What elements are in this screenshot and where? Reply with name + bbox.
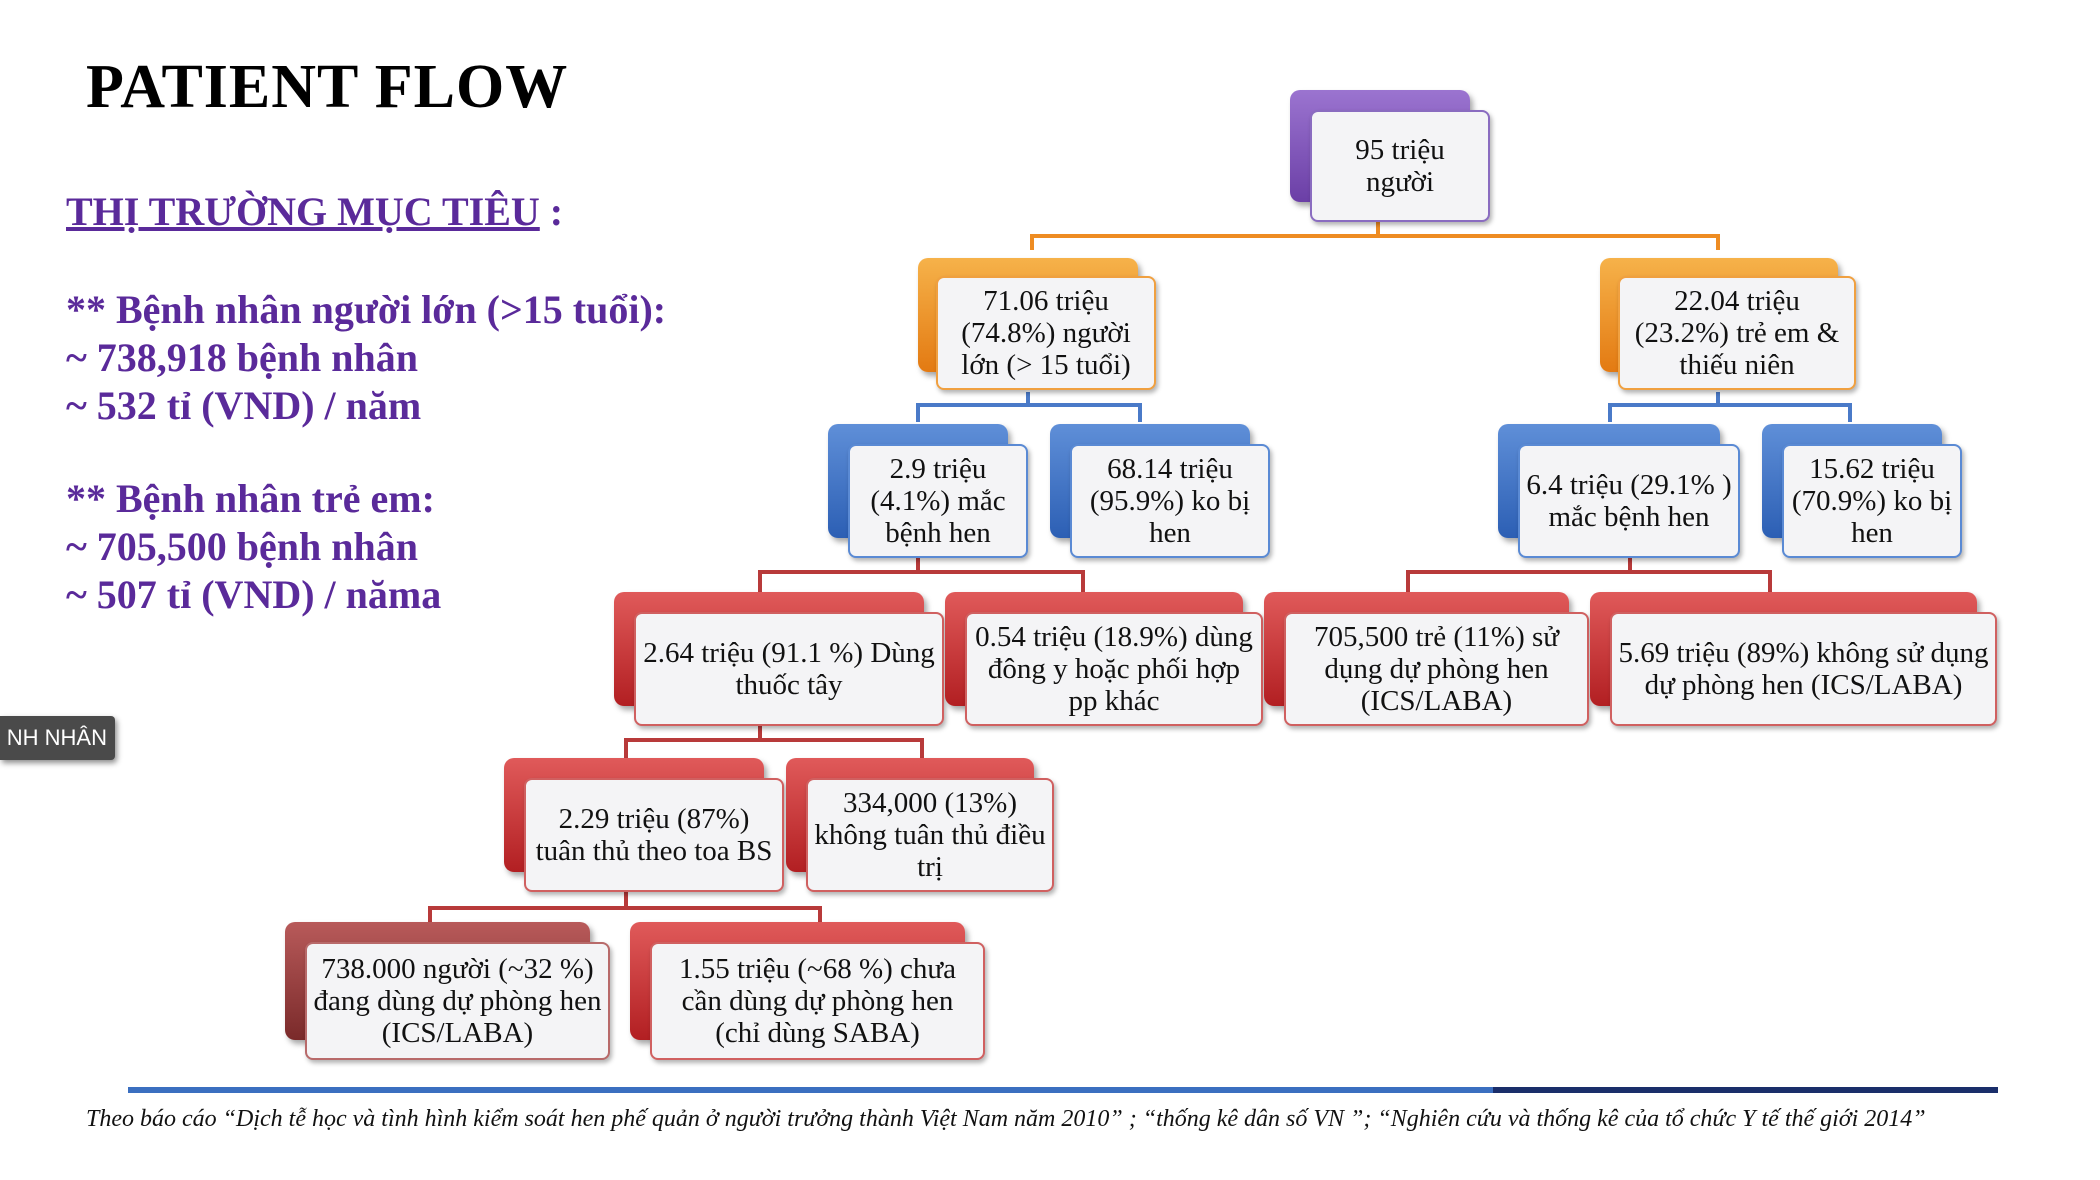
node-root-label: 95 triệu người <box>1310 110 1490 222</box>
connector-root <box>1030 222 1720 250</box>
node-adult-no-asthma: 68.14 triệu (95.9%) ko bị hen <box>1050 424 1270 558</box>
footer-divider <box>128 1087 1998 1093</box>
connector-adult-asthma <box>758 558 1085 592</box>
node-western-medicine-label: 2.64 triệu (91.1 %) Dùng thuốc tây <box>634 612 944 726</box>
connector-children <box>1608 392 1852 422</box>
node-adult-asthma: 2.9 triệu (4.1%) mắc bệnh hen <box>828 424 1028 558</box>
node-using-preventive: 738.000 người (~32 %) đang dùng dự phòng… <box>285 922 610 1060</box>
node-eastern-medicine-label: 0.54 triệu (18.9%) dùng đông y hoặc phối… <box>965 612 1263 726</box>
node-child-asthma: 6.4 triệu (29.1% ) mắc bệnh hen <box>1498 424 1740 558</box>
node-root: 95 triệu người <box>1290 90 1490 222</box>
side-tab-button[interactable]: NH NHÂN <box>0 716 115 760</box>
node-child-no-preventive-label: 5.69 triệu (89%) không sử dụng dự phòng … <box>1610 612 1997 726</box>
connector-child-asthma <box>1406 558 1772 592</box>
node-children-label: 22.04 triệu (23.2%) trẻ em & thiếu niên <box>1618 276 1856 390</box>
adult-patient-count: ~ 738,918 bệnh nhân <box>66 335 419 380</box>
node-child-asthma-label: 6.4 triệu (29.1% ) mắc bệnh hen <box>1518 444 1740 558</box>
connector-compliant <box>428 890 822 925</box>
node-adult-no-asthma-label: 68.14 triệu (95.9%) ko bị hen <box>1070 444 1270 558</box>
node-using-preventive-label: 738.000 người (~32 %) đang dùng dự phòng… <box>305 942 610 1060</box>
node-adults: 71.06 triệu (74.8%) người lớn (> 15 tuổi… <box>918 258 1156 390</box>
node-not-preventive-label: 1.55 triệu (~68 %) chưa cần dùng dự phòn… <box>650 942 985 1060</box>
node-eastern-medicine: 0.54 triệu (18.9%) dùng đông y hoặc phối… <box>945 592 1263 726</box>
node-adults-label: 71.06 triệu (74.8%) người lớn (> 15 tuổi… <box>936 276 1156 390</box>
child-patient-count: ~ 705,500 bệnh nhân <box>66 524 419 569</box>
node-western-medicine: 2.64 triệu (91.1 %) Dùng thuốc tây <box>614 592 944 726</box>
node-compliant-label: 2.29 triệu (87%) tuân thủ theo toa BS <box>524 778 784 892</box>
node-not-preventive: 1.55 triệu (~68 %) chưa cần dùng dự phòn… <box>630 922 985 1060</box>
target-market-heading: THỊ TRƯỜNG MỤC TIÊU : <box>66 188 563 236</box>
connector-western <box>624 725 924 760</box>
source-footnote: Theo báo cáo “Dịch tễ học và tình hình k… <box>86 1106 1926 1132</box>
node-child-no-preventive: 5.69 triệu (89%) không sử dụng dự phòng … <box>1590 592 1997 726</box>
page-title: PATIENT FLOW <box>86 53 569 121</box>
node-non-compliant: 334,000 (13%) không tuân thủ điều trị <box>786 758 1054 892</box>
adult-patients-heading: ** Bệnh nhân người lớn (>15 tuổi): <box>66 287 667 332</box>
node-child-no-asthma-label: 15.62 triệu (70.9%) ko bị hen <box>1782 444 1962 558</box>
target-market-colon: : <box>539 189 564 234</box>
node-non-compliant-label: 334,000 (13%) không tuân thủ điều trị <box>806 778 1054 892</box>
target-market-label: THỊ TRƯỜNG MỤC TIÊU <box>66 189 540 234</box>
node-adult-asthma-label: 2.9 triệu (4.1%) mắc bệnh hen <box>848 444 1028 558</box>
node-children: 22.04 triệu (23.2%) trẻ em & thiếu niên <box>1600 258 1856 390</box>
adult-market-value: ~ 532 tỉ (VND) / năm <box>66 383 422 428</box>
child-patients-heading: ** Bệnh nhân trẻ em: <box>66 476 435 521</box>
child-market-value: ~ 507 tỉ (VND) / năma <box>66 572 442 617</box>
node-compliant: 2.29 triệu (87%) tuân thủ theo toa BS <box>504 758 784 892</box>
node-child-preventive-label: 705,500 trẻ (11%) sử dụng dự phòng hen (… <box>1284 612 1589 726</box>
node-child-no-asthma: 15.62 triệu (70.9%) ko bị hen <box>1762 424 1962 558</box>
node-child-preventive: 705,500 trẻ (11%) sử dụng dự phòng hen (… <box>1264 592 1589 726</box>
connector-adults <box>916 392 1142 422</box>
